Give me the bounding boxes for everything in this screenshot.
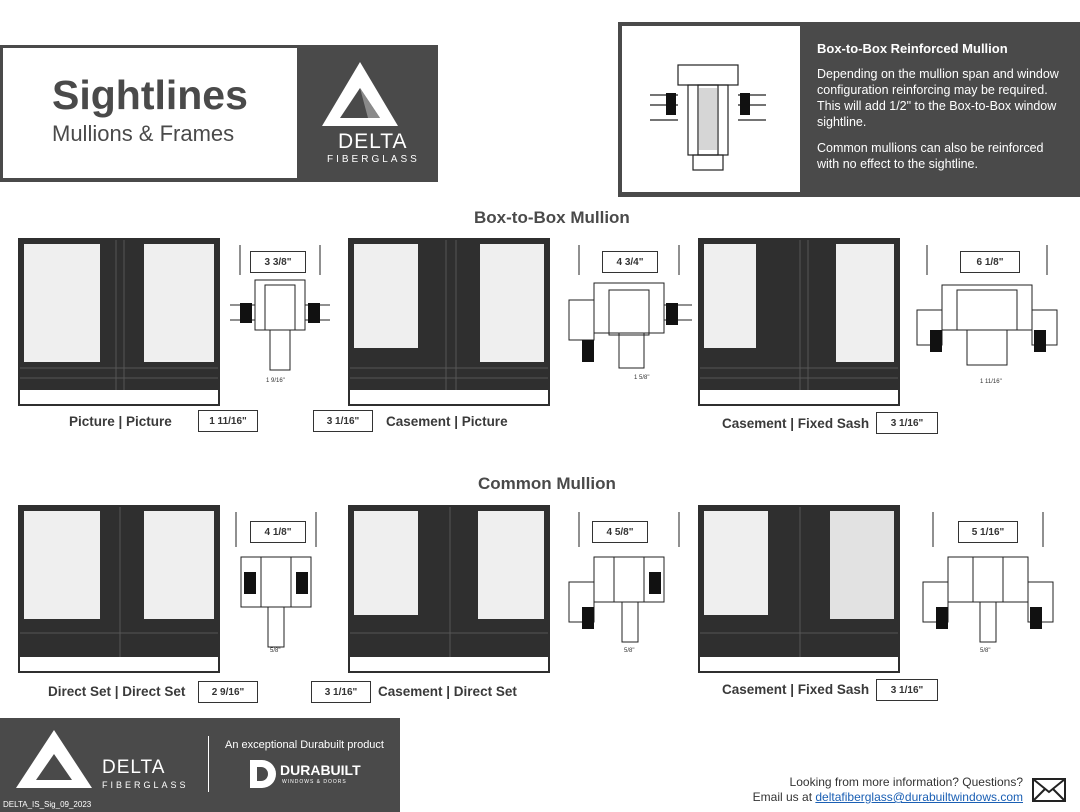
mullion-section-icon <box>226 512 326 652</box>
mullion-section-icon <box>912 245 1062 385</box>
small-dimension: 1 9/16" <box>266 378 285 384</box>
mullion-section-icon <box>918 512 1058 652</box>
window-elevation <box>698 505 900 673</box>
width-dimension: 4 1/8" <box>250 521 306 543</box>
delta-logo-icon <box>320 60 400 135</box>
window-caption: Picture | Picture <box>69 414 172 429</box>
page-title: Sightlines <box>52 72 248 118</box>
window-caption: Casement | Direct Set <box>378 684 517 699</box>
small-dimension: 1 5/8" <box>634 375 650 381</box>
section-title-common: Common Mullion <box>478 474 616 493</box>
logo-sub: FIBERGLASS <box>327 154 420 165</box>
window-elevation <box>18 505 220 673</box>
email-line: Email us at deltafiberglass@durabuiltwin… <box>753 790 1023 804</box>
window-caption: Casement | Fixed Sash <box>722 682 870 697</box>
durabuilt-word: DURABUILT <box>280 762 361 778</box>
footer-logo-word: DELTA <box>102 757 166 778</box>
footer-tagline: An exceptional Durabuilt product <box>225 739 384 751</box>
durabuilt-sub: WINDOWS & DOORS <box>282 779 347 785</box>
footer-divider <box>208 736 209 792</box>
sightline-dimension: 3 1/16" <box>311 681 371 703</box>
title-card <box>3 48 297 178</box>
width-dimension: 4 5/8" <box>592 521 648 543</box>
info-paragraph-1: Depending on the mullion span and window… <box>817 67 1059 129</box>
section-title-box-to-box: Box-to-Box Mullion <box>474 208 630 227</box>
delta-logo-icon <box>14 728 94 797</box>
sightline-dimension: 3 1/16" <box>313 410 373 432</box>
durabuilt-logo-icon <box>248 758 278 795</box>
sightline-dimension: 1 11/16" <box>198 410 258 432</box>
mullion-section-icon <box>564 512 694 652</box>
small-dimension: 5/8" <box>980 648 991 654</box>
doc-code: DELTA_IS_Sig_09_2023 <box>3 800 92 809</box>
logo-word: DELTA <box>338 130 408 153</box>
sightline-dimension: 2 9/16" <box>198 681 258 703</box>
width-dimension: 6 1/8" <box>960 251 1020 273</box>
small-dimension: 5/8" <box>624 648 635 654</box>
window-elevation <box>348 238 550 406</box>
page-subtitle: Mullions & Frames <box>52 121 235 146</box>
small-dimension: 5/8" <box>270 648 281 654</box>
footer-logo-sub: FIBERGLASS <box>102 780 189 790</box>
email-prefix: Email us at <box>752 790 816 804</box>
mullion-section-icon <box>230 245 330 385</box>
info-paragraph-2: Common mullions can also be reinforced w… <box>817 141 1044 171</box>
email-link[interactable]: deltafiberglass@durabuiltwindows.com <box>815 790 1023 804</box>
small-dimension: 1 11/16" <box>980 379 1002 385</box>
info-title: Box-to-Box Reinforced Mullion <box>817 41 1008 56</box>
window-caption: Casement | Picture <box>386 414 508 429</box>
window-elevation <box>348 505 550 673</box>
width-dimension: 3 3/8" <box>250 251 306 273</box>
sightline-dimension: 3 1/16" <box>876 679 938 701</box>
mullion-section-icon <box>648 60 768 185</box>
envelope-icon[interactable] <box>1032 778 1066 807</box>
contact-line: Looking from more information? Questions… <box>789 775 1023 789</box>
window-elevation <box>18 238 220 406</box>
window-caption: Casement | Fixed Sash <box>722 416 870 431</box>
sightline-dimension: 3 1/16" <box>876 412 938 434</box>
mullion-section-icon <box>564 245 694 385</box>
width-dimension: 4 3/4" <box>602 251 658 273</box>
width-dimension: 5 1/16" <box>958 521 1018 543</box>
window-elevation <box>698 238 900 406</box>
window-caption: Direct Set | Direct Set <box>48 684 186 699</box>
